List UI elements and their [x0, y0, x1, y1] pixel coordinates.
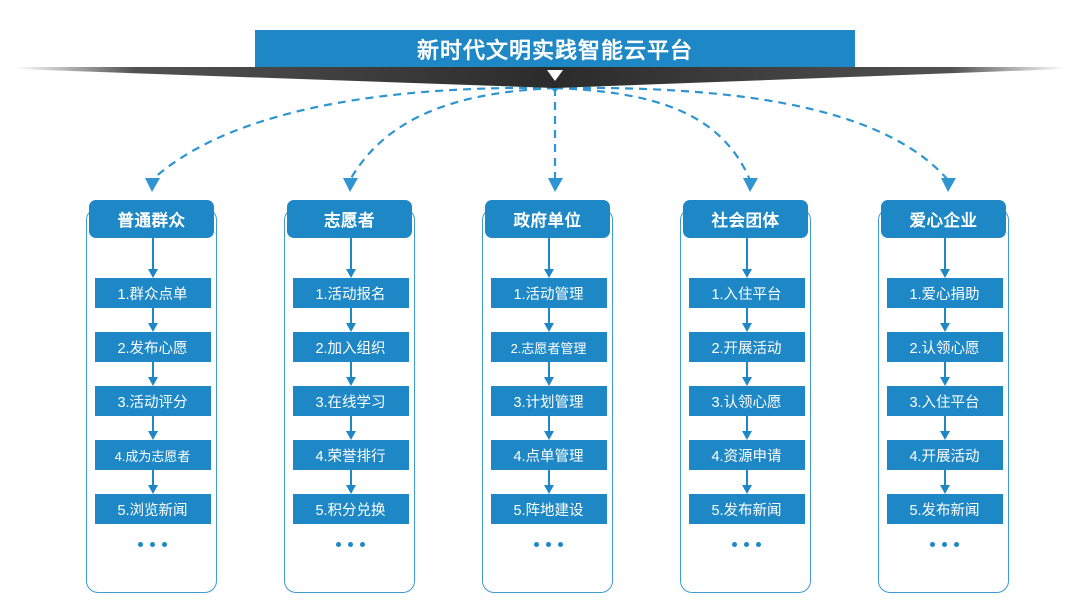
- arrow-between-items: [939, 416, 950, 440]
- column-header-label: 社会团体: [711, 212, 780, 230]
- item-box[interactable]: 3.在线学习: [292, 386, 409, 416]
- item-box[interactable]: 1.活动报名: [292, 278, 409, 308]
- arrowhead-column-3: [548, 178, 563, 192]
- item-box[interactable]: 3.入住平台: [886, 386, 1003, 416]
- column-header-label: 爱心企业: [909, 212, 978, 230]
- column-header-5[interactable]: 爱心企业: [881, 200, 1006, 238]
- item-box[interactable]: 2.发布心愿: [94, 332, 211, 362]
- column-志愿者: 志愿者 1.活动报名 2.加入组织 3.在线学习 4.荣誉排行 5.积分兑换: [273, 200, 428, 595]
- item-box[interactable]: 2.认领心愿: [886, 332, 1003, 362]
- column-header-1[interactable]: 普通群众: [89, 200, 214, 238]
- column-items-4: 1.入住平台 2.开展活动 3.认领心愿 4.资源申请 5.发布新闻: [669, 238, 824, 564]
- arrow-between-items: [741, 308, 752, 332]
- arrow-between-items: [939, 308, 950, 332]
- arrow-between-items: [147, 308, 158, 332]
- arrowhead-column-1: [145, 178, 160, 192]
- arrow-between-items: [543, 470, 554, 494]
- banner-down-chevron-icon: [547, 70, 563, 81]
- arrow-header-to-item: [939, 238, 950, 278]
- arrow-header-to-item: [345, 238, 356, 278]
- arrow-between-items: [939, 362, 950, 386]
- arrow-between-items: [345, 470, 356, 494]
- item-box[interactable]: 1.群众点单: [94, 278, 211, 308]
- item-box[interactable]: 5.浏览新闻: [94, 494, 211, 524]
- platform-title-banner: 新时代文明实践智能云平台: [255, 30, 855, 67]
- item-box[interactable]: 3.计划管理: [490, 386, 607, 416]
- column-header-label: 普通群众: [117, 212, 186, 230]
- item-box[interactable]: 5.阵地建设: [490, 494, 607, 524]
- arrow-header-to-item: [147, 238, 158, 278]
- item-box[interactable]: 4.荣誉排行: [292, 440, 409, 470]
- item-box[interactable]: 5.积分兑换: [292, 494, 409, 524]
- item-box[interactable]: 3.认领心愿: [688, 386, 805, 416]
- connector-to-column-1: [151, 86, 556, 181]
- column-items-1: 1.群众点单 2.发布心愿 3.活动评分 4.成为志愿者 5.浏览新闻: [75, 238, 230, 564]
- arrowhead-column-4: [743, 178, 758, 192]
- arrow-between-items: [741, 362, 752, 386]
- item-box[interactable]: 1.爱心捐助: [886, 278, 1003, 308]
- arrow-between-items: [147, 470, 158, 494]
- column-header-label: 政府单位: [513, 212, 582, 230]
- column-爱心企业: 爱心企业 1.爱心捐助 2.认领心愿 3.入住平台 4.开展活动 5.发布新闻: [867, 200, 1022, 595]
- banner-shadow-decoration: [15, 67, 1065, 88]
- more-items-ellipsis: [293, 524, 409, 564]
- column-政府单位: 政府单位 1.活动管理 2.志愿者管理 3.计划管理 4.点单管理 5.阵地建设: [471, 200, 626, 595]
- arrow-between-items: [345, 308, 356, 332]
- arrowhead-column-5: [941, 178, 956, 192]
- item-box[interactable]: 2.志愿者管理: [490, 332, 607, 362]
- arrow-between-items: [147, 362, 158, 386]
- more-items-ellipsis: [689, 524, 805, 564]
- arrow-between-items: [543, 416, 554, 440]
- column-items-5: 1.爱心捐助 2.认领心愿 3.入住平台 4.开展活动 5.发布新闻: [867, 238, 1022, 564]
- item-box[interactable]: 4.资源申请: [688, 440, 805, 470]
- item-box[interactable]: 5.发布新闻: [688, 494, 805, 524]
- item-box[interactable]: 1.入住平台: [688, 278, 805, 308]
- arrow-between-items: [939, 470, 950, 494]
- arrow-header-to-item: [543, 238, 554, 278]
- item-box[interactable]: 4.点单管理: [490, 440, 607, 470]
- arrow-between-items: [147, 416, 158, 440]
- column-header-label: 志愿者: [324, 212, 375, 230]
- page-title: 新时代文明实践智能云平台: [416, 37, 693, 63]
- arrow-between-items: [543, 362, 554, 386]
- more-items-ellipsis: [491, 524, 607, 564]
- arrow-between-items: [345, 362, 356, 386]
- item-box[interactable]: 2.加入组织: [292, 332, 409, 362]
- column-普通群众: 普通群众 1.群众点单 2.发布心愿 3.活动评分 4.成为志愿者 5.浏览新闻: [75, 200, 230, 595]
- arrow-between-items: [345, 416, 356, 440]
- column-header-3[interactable]: 政府单位: [485, 200, 610, 238]
- arrow-header-to-item: [741, 238, 752, 278]
- connector-to-column-5: [554, 86, 949, 181]
- arrow-between-items: [741, 416, 752, 440]
- item-box[interactable]: 1.活动管理: [490, 278, 607, 308]
- more-items-ellipsis: [95, 524, 211, 564]
- column-社会团体: 社会团体 1.入住平台 2.开展活动 3.认领心愿 4.资源申请 5.发布新闻: [669, 200, 824, 595]
- column-items-2: 1.活动报名 2.加入组织 3.在线学习 4.荣誉排行 5.积分兑换: [273, 238, 428, 564]
- connector-to-column-2: [349, 86, 556, 181]
- column-items-3: 1.活动管理 2.志愿者管理 3.计划管理 4.点单管理 5.阵地建设: [471, 238, 626, 564]
- connector-to-column-4: [554, 86, 752, 181]
- column-header-2[interactable]: 志愿者: [287, 200, 412, 238]
- item-box[interactable]: 3.活动评分: [94, 386, 211, 416]
- column-header-4[interactable]: 社会团体: [683, 200, 808, 238]
- arrow-between-items: [741, 470, 752, 494]
- more-items-ellipsis: [887, 524, 1003, 564]
- item-box[interactable]: 4.开展活动: [886, 440, 1003, 470]
- arrowhead-column-2: [343, 178, 358, 192]
- item-box[interactable]: 5.发布新闻: [886, 494, 1003, 524]
- item-box[interactable]: 4.成为志愿者: [94, 440, 211, 470]
- arrow-between-items: [543, 308, 554, 332]
- item-box[interactable]: 2.开展活动: [688, 332, 805, 362]
